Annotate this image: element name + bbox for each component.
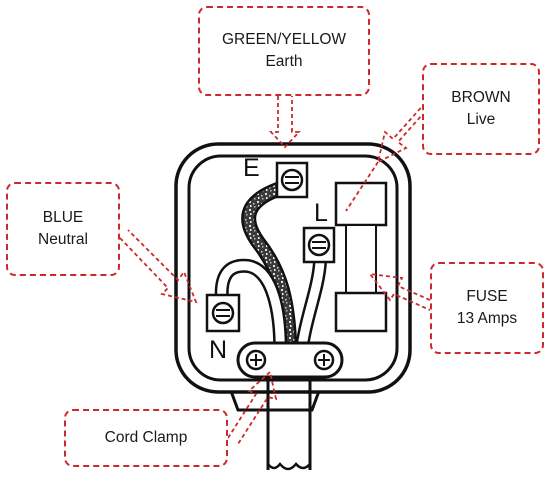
neutral-arrow xyxy=(119,229,198,304)
neutral-callout: BLUE Neutral xyxy=(6,182,120,276)
fuse-callout: FUSE 13 Amps xyxy=(430,262,544,354)
fuse-name-label: FUSE xyxy=(466,288,508,305)
cord-clamp xyxy=(236,341,344,379)
earth-callout: GREEN/YELLOW Earth xyxy=(198,6,370,96)
live-terminal-letter: L xyxy=(314,199,328,227)
live-colour-label: BROWN xyxy=(451,89,511,106)
earth-name-label: Earth xyxy=(265,53,303,70)
earth-arrow xyxy=(268,96,302,149)
clamp-arrow xyxy=(227,370,278,445)
live-arrow xyxy=(376,99,431,164)
cord-clamp-label: Cord Clamp xyxy=(104,429,188,446)
earth-terminal xyxy=(275,161,309,199)
cord-clamp-callout: Cord Clamp xyxy=(64,409,228,467)
neutral-terminal-letter: N xyxy=(209,336,227,364)
neutral-terminal xyxy=(205,293,241,333)
live-arrow-tip xyxy=(345,161,379,212)
neutral-colour-label: BLUE xyxy=(42,209,84,226)
callout-arrows xyxy=(119,96,431,445)
fuse-rating-label: 13 Amps xyxy=(456,310,518,327)
earth-colour-label: GREEN/YELLOW xyxy=(221,31,347,48)
live-terminal xyxy=(302,226,336,264)
neutral-name-label: Neutral xyxy=(38,231,88,248)
mains-cable xyxy=(266,372,312,471)
earth-terminal-letter: E xyxy=(243,154,260,182)
fuse-holder xyxy=(334,181,388,333)
live-callout: BROWN Live xyxy=(422,63,540,155)
live-name-label: Live xyxy=(466,111,496,128)
